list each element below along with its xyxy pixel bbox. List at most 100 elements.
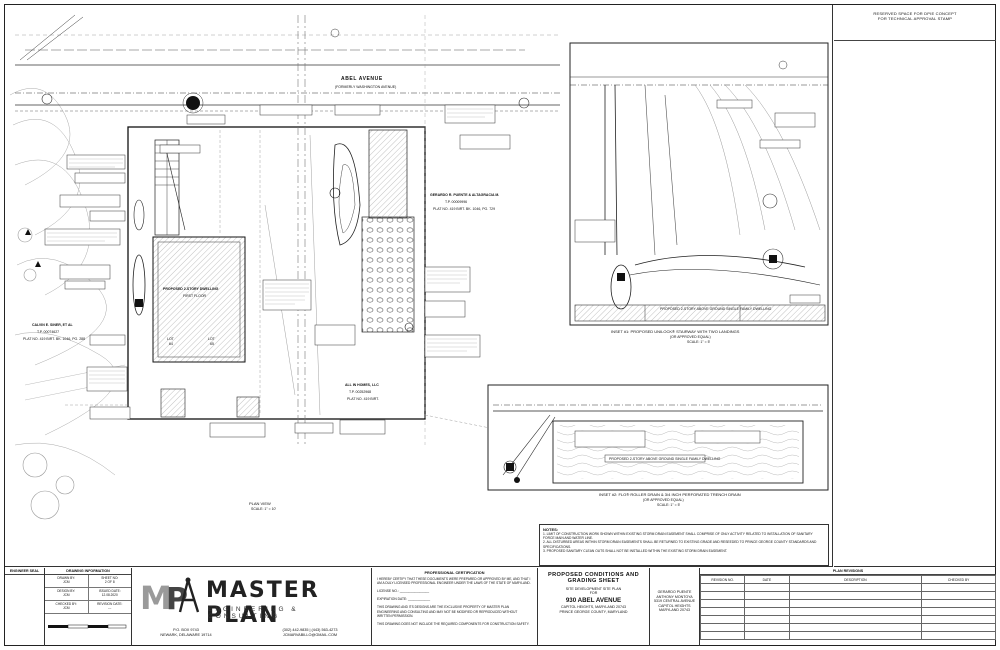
notes-title: NOTES: — [543, 527, 559, 532]
callout-text-lines — [47, 108, 493, 384]
lot-b-number: 65 — [210, 342, 214, 346]
inset-2-title: INSET #2: FLO® ROLLER DRAIN & 3/4 INCH P… — [599, 492, 741, 497]
owner-left-tax: T.P. 00074627 — [37, 330, 60, 334]
site-plan-drawing — [9, 14, 829, 520]
owner-bottom-plat: PLAT NO. 419 BIRT. — [347, 397, 379, 401]
proposed-dwelling-footprint — [152, 236, 246, 363]
client-line-1: GERARDO PUENTE — [657, 590, 692, 594]
plan-view-title: PLAN VIEW — [249, 501, 271, 506]
sheet-title-line-2: GRADING SHEET — [567, 578, 620, 584]
design-by-field: DESIGN BY:JCM — [45, 588, 89, 600]
dwelling-sublabel: FIRST FLOOR — [183, 294, 207, 298]
engineer-seal-heading: ENGINEER SEAL — [5, 568, 44, 575]
inset-1-note: PROPOSED 2-STORY ABOVE GROUND SINGLE FAM… — [660, 307, 772, 311]
note-item: 3. PROPOSED SANITARY CLEAN OUTS SHALL NO… — [543, 548, 728, 553]
inset-1-drawing — [570, 60, 828, 322]
landscape-island — [332, 143, 361, 246]
inset-1-scale: SCALE: 1" = 5' — [687, 340, 711, 344]
safety-notice: THIS DRAWING DOES NOT INCLUDE THE REQUIR… — [377, 622, 530, 627]
inset-2-drawing — [493, 404, 823, 484]
notes-list: 1. LIMIT OF CONSTRUCTION WORK SHOWN WITH… — [543, 532, 825, 553]
leader-lines — [19, 14, 84, 61]
table-row — [700, 615, 996, 624]
svg-text:M: M — [140, 579, 172, 616]
engineer-seal-cell: ENGINEER SEAL — [5, 568, 45, 646]
inset-2-scale: SCALE: 1" = 5' — [657, 503, 681, 507]
company-name: MASTER PLAN — [206, 578, 320, 628]
note-item: 2. ALL DISTURBED AREAS WITHIN STORM DRAI… — [543, 540, 817, 549]
rev-no-header: REVISION NO. — [700, 575, 746, 584]
site-city: CAPITOL HEIGHTS, MARYLAND 20743 — [560, 605, 627, 609]
owner-right-tax: T.P. 00009996 — [445, 200, 468, 204]
license-field: LICENSE NO.: ________________ — [377, 589, 430, 594]
inset-2-note: PROPOSED 2-STORY ABOVE GROUND SINGLE FAM… — [609, 457, 721, 461]
revision-table: REVISION NO. DATE DESCRIPTION CHECKED BY — [700, 575, 996, 640]
grading-lines — [24, 130, 526, 436]
checked-by-field: CHECKED BY:JCM — [45, 601, 89, 613]
owner-right-plat: PLAT NO. 419 BIRT. BK. 1046, PG. 729 — [433, 207, 496, 211]
compass-logo-icon: M P — [140, 577, 200, 616]
drawing-info-heading: DRAWING INFORMATION — [45, 568, 131, 575]
client-line-5: MARYLAND 20743 — [659, 608, 690, 613]
note-item: 1. LIMIT OF CONSTRUCTION WORK SHOWN WITH… — [543, 532, 813, 541]
company-subtitle: ENGINEERING & CONSULTING — [208, 606, 299, 620]
drawn-by-field: DRAWN BY:JCM — [45, 575, 89, 587]
master-plan-logo: M P MASTER PLAN ENGINEERING & CONSULTING — [140, 576, 370, 628]
owner-bottom-name: ALL IN HOMES, LLC — [345, 383, 379, 387]
rev-date-header: DATE — [744, 575, 790, 584]
table-row — [700, 591, 996, 600]
issued-date-field: ISSUED DATE:12.08.2020 — [98, 589, 121, 597]
client-line-2: ANTHONY MONTOYA — [656, 594, 693, 599]
plan-type-for: FOR — [589, 591, 598, 595]
company-cell: M P MASTER PLAN ENGINEERING & CONSULTING… — [132, 568, 372, 646]
sheet-title-line-1: PROPOSED CONDITIONS AND — [547, 572, 640, 578]
certification-cell: PROFESSIONAL CERTIFICATION I HEREBY CERT… — [372, 568, 538, 646]
plan-revisions-heading: PLAN REVISIONS — [700, 568, 996, 575]
approval-stamp-column: RESERVED SPACE FOR DPIE CONCEPT FOR TECH… — [834, 5, 996, 567]
client-line-4: CAPITOL HEIGHTS — [658, 603, 691, 608]
rev-desc-header: DESCRIPTION — [788, 575, 923, 584]
contour-lines-left — [9, 88, 117, 520]
street-name-label: ABEL AVENUE — [341, 76, 383, 82]
utility-manhole — [186, 96, 200, 110]
certification-title: PROFESSIONAL CERTIFICATION — [424, 571, 485, 575]
general-notes: NOTES: 1. LIMIT OF CONSTRUCTION WORK SHO… — [539, 524, 829, 566]
dwelling-label: PROPOSED 2-STORY DWELLING — [163, 287, 219, 291]
client-cell: GERARDO PUENTE ANTHONY MONTOYA 5319 CENT… — [650, 568, 700, 646]
inset-2-sub: (OR APPROVED EQUAL) — [643, 498, 684, 502]
lot-b-label: LOT — [208, 337, 215, 341]
drawing-info-cell: DRAWING INFORMATION DRAWN BY:JCM SHEET N… — [45, 568, 132, 646]
dpie-stamp-box: RESERVED SPACE FOR DPIE CONCEPT FOR TECH… — [834, 5, 996, 41]
owner-right-name: GERARDO R. PUENTE & ALTAGRACIA M. — [430, 193, 500, 197]
expiration-field: EXPIRATION DATE: ____________ — [377, 597, 431, 602]
certification-text: I HEREBY CERTIFY THAT THESE DOCUMENTS WE… — [377, 577, 531, 586]
lot-a-label: LOT — [167, 337, 174, 341]
sheet-title-cell: PROPOSED CONDITIONS AND GRADING SHEET SI… — [538, 568, 650, 646]
company-contact: (302) 442-9835 | (443) 563-4273 JCMARVAB… — [282, 628, 338, 637]
plan-view-scale: SCALE: 1" = 10' — [251, 507, 277, 511]
stamp-line-2: FOR TECHNICAL APPROVAL STAMP — [877, 16, 953, 21]
table-row — [700, 607, 996, 616]
driveway-pavers — [361, 216, 415, 333]
stamp-line-1: RESERVED SPACE FOR DPIE CONCEPT — [873, 11, 957, 16]
table-row — [700, 631, 996, 640]
rev-checked-header: CHECKED BY — [921, 575, 996, 584]
abel-avenue-road — [15, 34, 560, 112]
scale-bar — [48, 624, 127, 629]
table-row — [700, 583, 996, 592]
client-line-3: 5319 CENTRAL AVENUE — [654, 599, 695, 604]
owner-left-name: CALVIN E. SINER, ET AL — [32, 323, 73, 327]
revision-date-field: REVISION DATE:--- — [97, 602, 123, 610]
property-notice: THIS DRAWING AND ITS DESIGNS ARE THE EXC… — [377, 605, 518, 618]
table-row — [700, 623, 996, 632]
company-address: P.O. BOX 9743 NEWARK, DELAWARE 19714 — [160, 628, 212, 637]
site-county: PRINCE GEORGE COUNTY, MARYLAND — [559, 610, 628, 614]
site-address: 930 ABEL AVENUE — [565, 597, 622, 604]
inset-1-title: INSET #1: PROPOSED UNILOCK® STAIRWAY WIT… — [611, 329, 740, 334]
owner-bottom-tax: T.P. 00252968 — [349, 390, 372, 394]
plan-type: SITE DEVELOPMENT SITE PLAN — [565, 587, 622, 591]
sheet-no-field: SHEET NO:2 OF 8 — [101, 576, 119, 584]
inset-1-sub: (OR APPROVED EQUAL) — [670, 335, 711, 339]
owner-left-plat: PLAT NO. 419 BIRT. BK. 1046, PG. 288 — [23, 337, 86, 341]
drawing-area: ABEL AVENUE (FORMERLY WASHINGTON AVENUE)… — [5, 5, 833, 567]
